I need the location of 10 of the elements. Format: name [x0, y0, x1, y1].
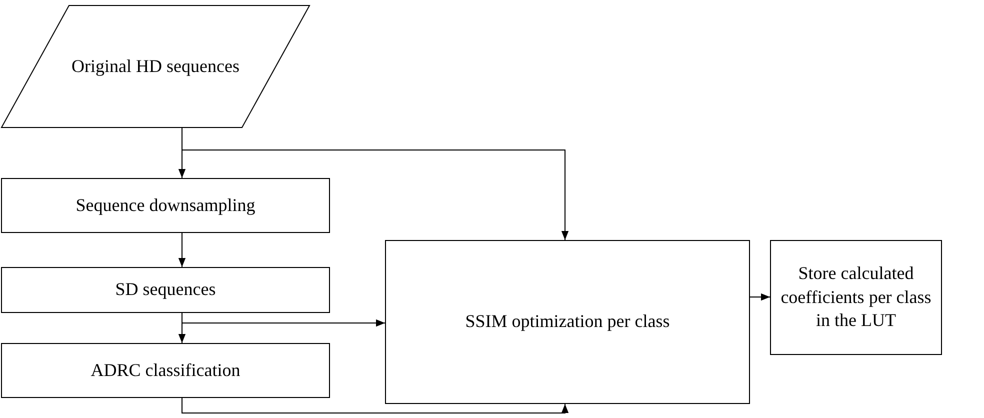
input-parallelogram: Original HD sequences [1, 5, 310, 128]
arrow [182, 398, 569, 414]
process-box: SD sequences [1, 267, 330, 313]
arrow [182, 312, 386, 327]
process-box: Store calculated coefficients per class in the LUT [770, 240, 942, 355]
process-box: ADRC classification [1, 343, 330, 398]
arrow [178, 232, 186, 268]
arrow [750, 293, 770, 301]
process-box: Sequence downsampling [1, 178, 330, 233]
process-box: SSIM optimization per class [385, 240, 750, 404]
